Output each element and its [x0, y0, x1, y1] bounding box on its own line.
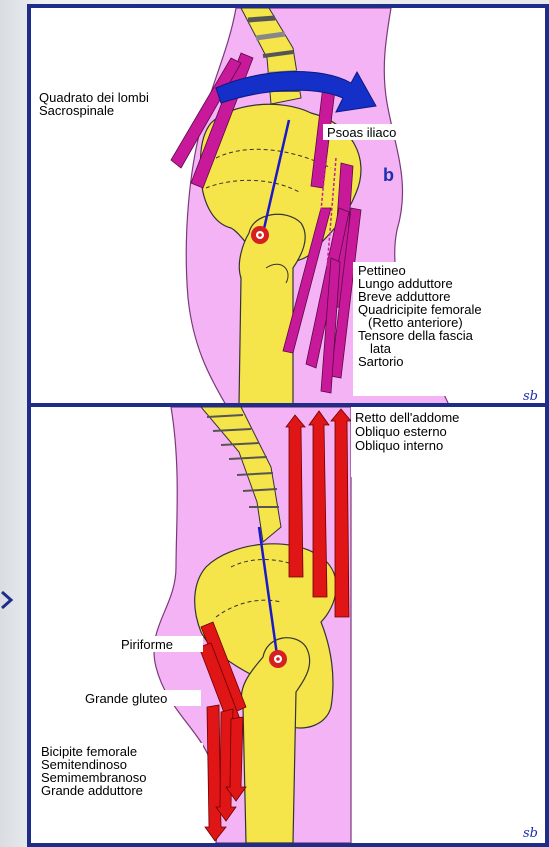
label-obliquo-esterno: Obliquo esterno [355, 424, 447, 439]
label-grande-adduttore: Grande adduttore [41, 783, 143, 798]
signature: sb [523, 826, 538, 841]
label-grande-gluteo: Grande gluteo [85, 691, 167, 706]
flexors-illustration: Quadrato dei lombi Sacrospinale Psoas il… [31, 8, 545, 405]
label-psoas: Psoas iliaco [327, 125, 396, 140]
label-piriforme: Piriforme [121, 637, 173, 652]
panel-letter: b [383, 165, 394, 185]
extensors-panel: Retto dell'addome Obliquo esterno Obliqu… [27, 403, 549, 847]
label-retto-addome: Retto dell'addome [355, 410, 459, 425]
label-sacrospinale: Sacrospinale [39, 103, 114, 118]
side-arrow-icon [0, 589, 14, 611]
flexors-panel: Quadrato dei lombi Sacrospinale Psoas il… [27, 4, 549, 409]
extensors-illustration: Retto dell'addome Obliquo esterno Obliqu… [31, 407, 545, 843]
label-obliquo-interno: Obliquo interno [355, 438, 443, 453]
signature: sb [523, 389, 538, 404]
label-sartorio: Sartorio [358, 354, 404, 369]
